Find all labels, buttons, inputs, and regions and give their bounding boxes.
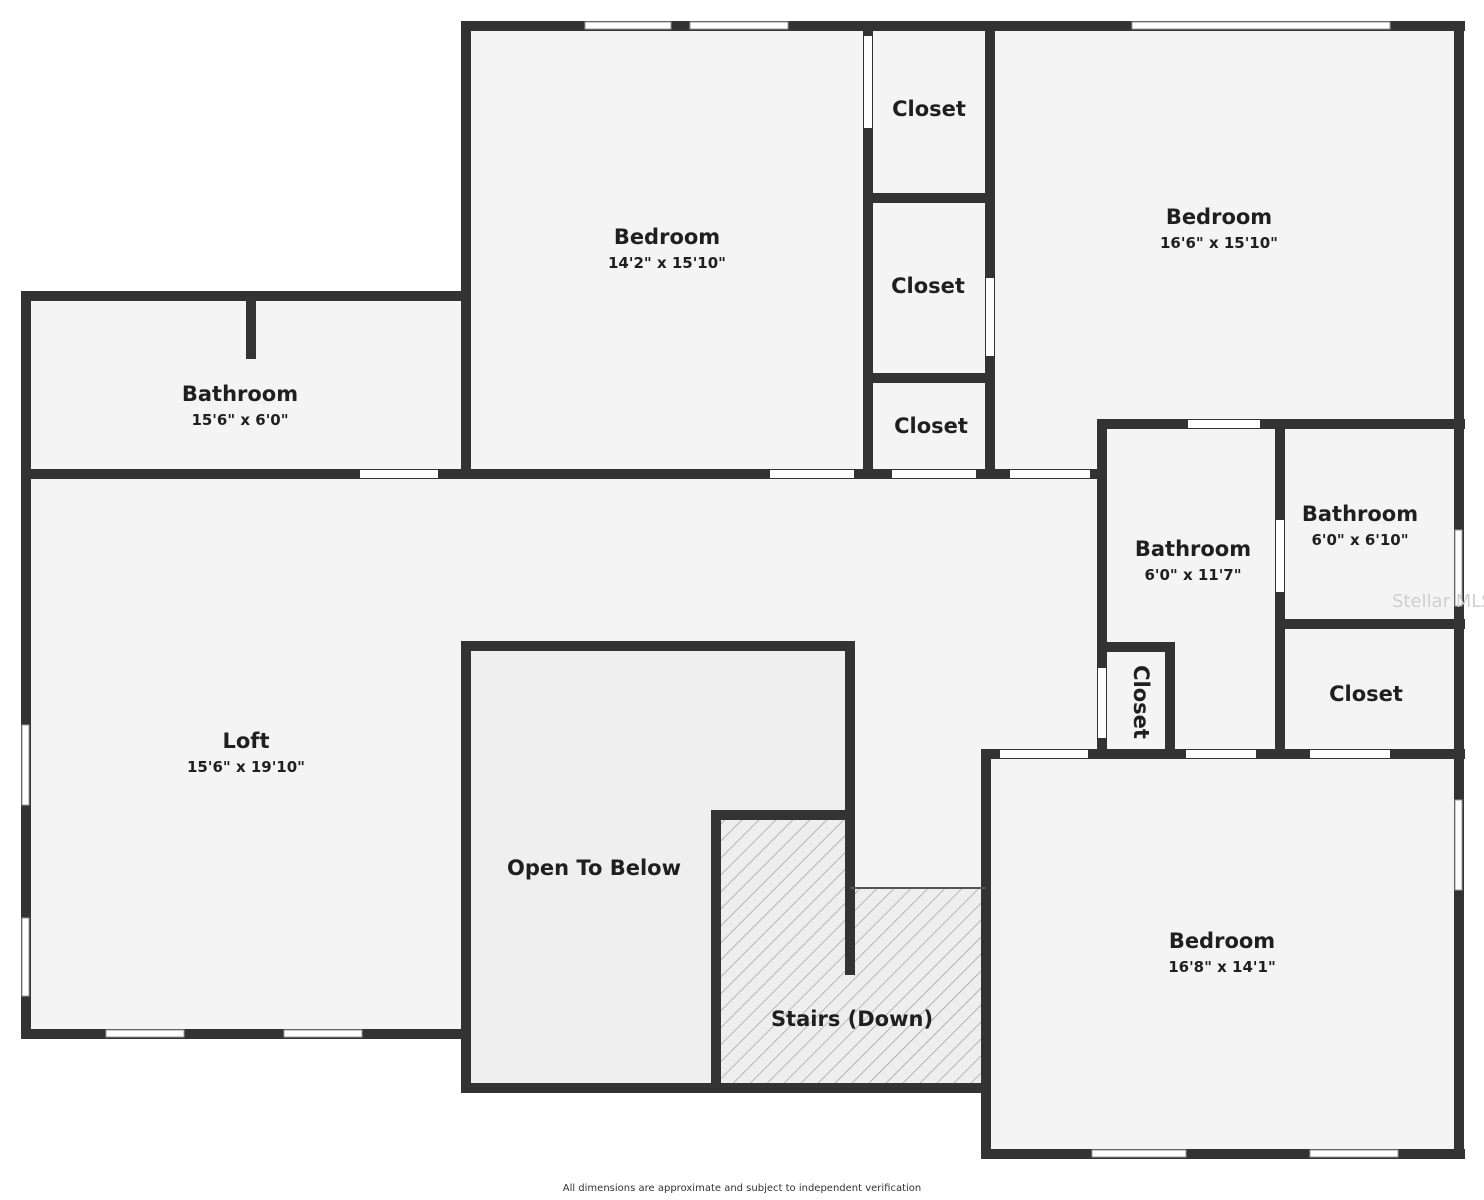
room-name: Closet (1129, 665, 1153, 739)
room-name: Loft (223, 729, 270, 753)
room-name: Bathroom (1302, 502, 1418, 526)
room-dimensions: 14'2" x 15'10" (608, 254, 726, 272)
room-dimensions: 6'0" x 6'10" (1311, 531, 1408, 549)
room-labels: Bedroom 14'2" x 15'10" Closet Closet Clo… (182, 97, 1484, 1031)
room-dimensions: 16'8" x 14'1" (1168, 958, 1276, 976)
watermark: Stellar MLS (1392, 591, 1484, 612)
room-name: Bedroom (1166, 205, 1272, 229)
room-name: Bathroom (182, 382, 298, 406)
windows (21, 21, 1463, 1158)
room-name: Bedroom (1169, 929, 1275, 953)
room-dimensions: 15'6" x 6'0" (191, 411, 288, 429)
disclaimer: All dimensions are approximate and subje… (562, 1183, 922, 1194)
room-name: Stairs (Down) (771, 1007, 933, 1031)
room-floors (26, 26, 1458, 1154)
room-name: Bathroom (1135, 537, 1251, 561)
room-name: Bedroom (614, 225, 720, 249)
room-name: Closet (1329, 682, 1403, 706)
room-name: Closet (892, 97, 966, 121)
room-name: Closet (891, 274, 965, 298)
room-dimensions: 16'6" x 15'10" (1160, 234, 1278, 252)
room-dimensions: 6'0" x 11'7" (1144, 566, 1241, 584)
room-dimensions: 15'6" x 19'10" (187, 758, 305, 776)
room-name: Closet (894, 414, 968, 438)
door-openings (360, 36, 1390, 758)
room-name: Open To Below (507, 856, 681, 880)
